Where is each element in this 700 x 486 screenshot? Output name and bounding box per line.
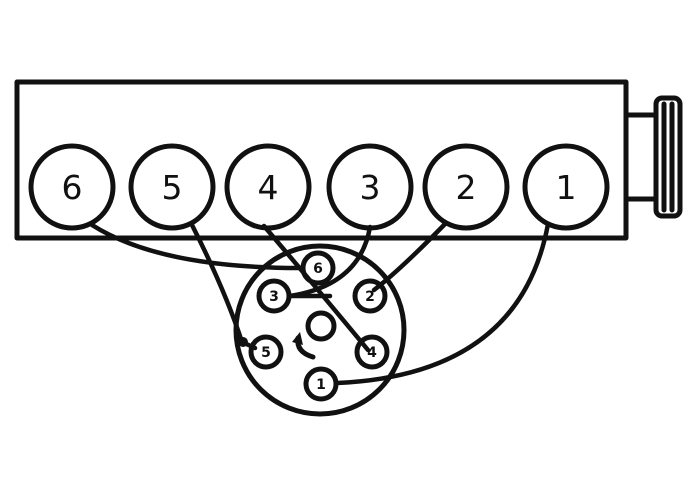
terminal-label: 5	[261, 345, 271, 361]
terminal-3: 3	[256, 278, 292, 314]
terminal-2: 2	[352, 278, 388, 314]
terminal-label: 6	[313, 261, 323, 277]
terminal-label: 2	[365, 289, 375, 305]
cylinder-3: 3	[326, 143, 414, 231]
terminal-5: 5	[248, 334, 284, 370]
cylinder-5: 5	[128, 143, 216, 231]
terminal-circle	[352, 278, 388, 314]
cylinder-circle	[224, 143, 312, 231]
cylinder-4: 4	[224, 143, 312, 231]
terminal-label: 4	[367, 345, 377, 361]
terminal-circle	[354, 334, 390, 370]
cylinder-label: 2	[456, 168, 477, 207]
wire-cylinder-3	[287, 224, 373, 299]
terminal-circle	[303, 366, 339, 402]
cylinder-circle	[28, 143, 116, 231]
terminal-circle	[300, 250, 336, 286]
terminal-6: 6	[300, 250, 336, 286]
cylinder-circle	[422, 143, 510, 231]
cylinder-1: 1	[522, 143, 610, 231]
cylinder-label: 4	[258, 168, 279, 207]
counterclockwise-arrow-icon	[292, 332, 316, 360]
distributor-center	[305, 310, 337, 342]
cylinder-circle	[128, 143, 216, 231]
terminal-label: 3	[269, 289, 279, 305]
cylinder-label: 6	[62, 168, 83, 207]
cylinder-circle	[326, 143, 414, 231]
crankshaft-pulley	[623, 95, 683, 219]
wire-cylinder-1	[334, 221, 551, 386]
cylinder-2: 2	[422, 143, 510, 231]
distributor-terminals: 6 3 2 5 4 1	[248, 250, 390, 402]
distributor-cap	[233, 243, 407, 417]
cylinder-label: 1	[556, 168, 577, 207]
cylinder-label: 5	[162, 168, 183, 207]
cylinder-label: 3	[360, 168, 381, 207]
cylinders: 6 5 4 3 2 1	[28, 143, 610, 231]
terminal-1: 1	[303, 366, 339, 402]
terminal-circle	[248, 334, 284, 370]
terminal-4: 4	[354, 334, 390, 370]
cylinder-circle	[522, 143, 610, 231]
terminal-label: 1	[316, 377, 326, 393]
terminal-circle	[256, 278, 292, 314]
cylinder-6: 6	[28, 143, 116, 231]
